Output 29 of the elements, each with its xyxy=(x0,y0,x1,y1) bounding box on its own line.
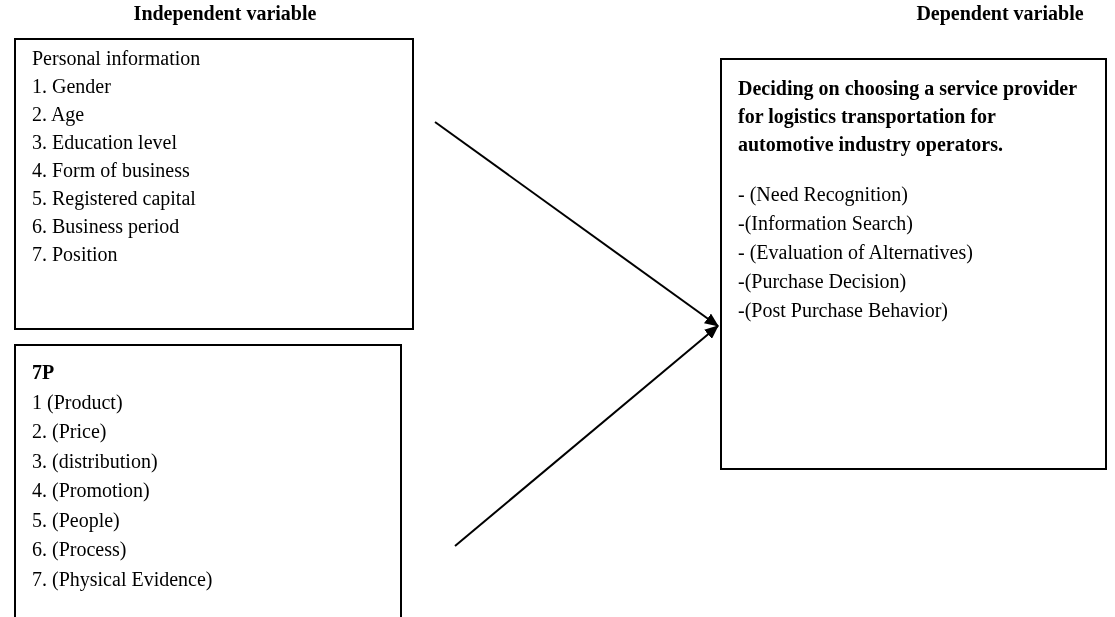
list-item: -(Purchase Decision) xyxy=(738,269,907,295)
box-heading: Personal information xyxy=(32,46,201,71)
box-heading: Deciding on choosing a service provider for logistics transportation for automotive industry operators. xyxy=(738,76,1078,158)
list-item: 6. Business period xyxy=(32,214,180,240)
list-item: 3. Education level xyxy=(32,130,177,155)
arrow xyxy=(434,121,719,327)
list-item: 7. (Physical Evidence) xyxy=(32,566,213,593)
list-item: 4. Form of business xyxy=(32,158,190,183)
list-item: 4. (Promotion) xyxy=(32,478,150,504)
text-box xyxy=(720,58,1107,470)
list-item: -(Information Search) xyxy=(738,211,913,237)
list-item: - (Need Recognition) xyxy=(738,182,908,208)
column-heading: Dependent variable xyxy=(915,1,1085,26)
list-item: 2. (Price) xyxy=(32,419,107,445)
list-item: 1 (Product) xyxy=(32,389,123,416)
list-item: 1. Gender xyxy=(32,74,111,99)
list-item: 3. (distribution) xyxy=(32,448,158,475)
list-item: - (Evaluation of Alternatives) xyxy=(738,240,973,266)
list-item: 7. Position xyxy=(32,242,118,267)
list-item: 2. Age xyxy=(32,102,85,128)
box-heading: 7P xyxy=(32,360,55,385)
arrow xyxy=(454,325,719,547)
list-item: 5. Registered capital xyxy=(32,186,196,212)
column-heading: Independent variable xyxy=(132,1,318,26)
text-box xyxy=(14,344,402,617)
list-item: 6. (Process) xyxy=(32,537,127,563)
text-box xyxy=(14,38,414,330)
list-item: -(Post Purchase Behavior) xyxy=(738,298,948,324)
list-item: 5. (People) xyxy=(32,507,120,534)
